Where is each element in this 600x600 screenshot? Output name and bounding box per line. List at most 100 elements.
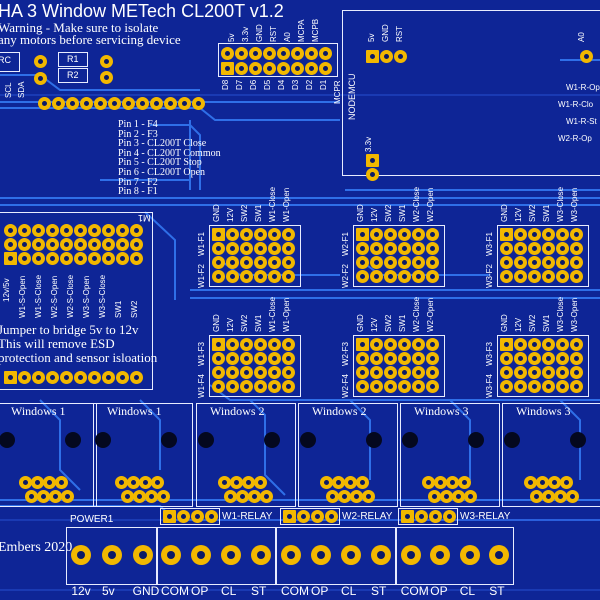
m1-pad [102,238,115,251]
header-pad [356,256,369,269]
mcp-top-pin-label: RST [269,26,278,42]
header-pad [570,242,583,255]
header-pad [212,352,225,365]
terminal-outline [156,527,276,585]
r2-pad [100,71,113,84]
header-pin-label: GND [356,314,365,332]
header-pad [398,242,411,255]
row-pad [80,97,93,110]
board-title: HA 3 Window METech CL200T v1.2 [0,1,284,21]
terminal-pin-label: GND [132,584,160,598]
header-pad [254,338,267,351]
warning-line-1: Warning - Make sure to isolate [0,20,159,35]
header-pin-label: GND [212,204,221,222]
nodemcu-pad-2 [366,168,379,181]
header-pad [356,380,369,393]
header-pin-label: W3-Close [556,186,565,222]
pin-legend-line: Pin 2 - F3 [118,128,158,140]
nodemcu-top-pad [380,50,393,63]
header-pad [268,338,281,351]
r2-label: R2 [67,70,79,80]
header-pad [514,380,527,393]
window-pad [49,490,62,503]
header-pad [514,352,527,365]
header-pad [370,228,383,241]
m1-pad [18,224,31,237]
header-pad [370,352,383,365]
m1-pad [4,224,17,237]
window-pad [440,490,453,503]
header-pad [226,352,239,365]
header-pad [268,352,281,365]
header-pin-label: W3-Close [556,296,565,332]
header-pad [384,352,397,365]
relay-outline [398,508,458,525]
jumper-pad [102,371,115,384]
m1-pad [130,252,143,265]
window-pad [139,476,152,489]
terminal-pin-label: OP [430,584,448,598]
header-pad [426,380,439,393]
window-pad [458,476,471,489]
nodemcu-top-pad [394,50,407,63]
m1-pin-label: W3-S-Close [98,274,107,318]
header-pad [500,338,513,351]
m1-pad [4,238,17,251]
header-pad [412,338,425,351]
header-pad [514,338,527,351]
header-pad [500,366,513,379]
header-pad [426,338,439,351]
m1-pin-label: SW1 [114,300,123,318]
window-pad [344,476,357,489]
nodemcu-outline [342,10,600,176]
header-pad [356,366,369,379]
window-outline [400,403,500,507]
header-pad [412,380,425,393]
header-pad [384,366,397,379]
header-pad [542,352,555,365]
m1-pad [46,224,59,237]
mcp-pad [319,47,332,60]
header-side-label: W2-F2 [341,264,350,288]
header-pad [500,228,513,241]
header-pad [282,228,295,241]
r1-label: R1 [67,54,79,64]
header-outline [209,225,301,287]
header-side-label-2: W3-F3 [485,342,494,366]
credit: Embers 2020 [0,540,73,555]
mcp-top-pin-label: A0 [283,32,292,42]
header-pad [282,256,295,269]
window-pad [260,490,273,503]
header-pin-label: SW2 [240,314,249,332]
window-label: Windows 2 [210,404,265,418]
m1-pad [60,224,73,237]
header-pad [426,242,439,255]
terminal-pin-label: COM [281,584,309,598]
header-pin-label: W2-Close [412,296,421,332]
jumper-pad [32,371,45,384]
m1-pad [32,238,45,251]
header-pad [212,338,225,351]
header-pad [570,366,583,379]
header-pin-label: SW1 [542,314,551,332]
header-pin-label: GND [500,314,509,332]
header-side-label: W1-F2 [197,264,206,288]
header-pad [570,338,583,351]
jumper-pad [46,371,59,384]
window-pad [19,476,32,489]
m1-pad [88,252,101,265]
header-pad [268,366,281,379]
row-pad [52,97,65,110]
header-pad [528,352,541,365]
r1-outline [58,52,88,67]
relay-pad [443,510,456,523]
m1-pad [116,238,129,251]
window-pad [157,490,170,503]
m1-pad [46,252,59,265]
terminal-pin-label: COM [161,584,189,598]
window-pad [248,490,261,503]
window-pad [242,476,255,489]
header-pin-label: W2-Close [412,186,421,222]
header-pad [240,352,253,365]
